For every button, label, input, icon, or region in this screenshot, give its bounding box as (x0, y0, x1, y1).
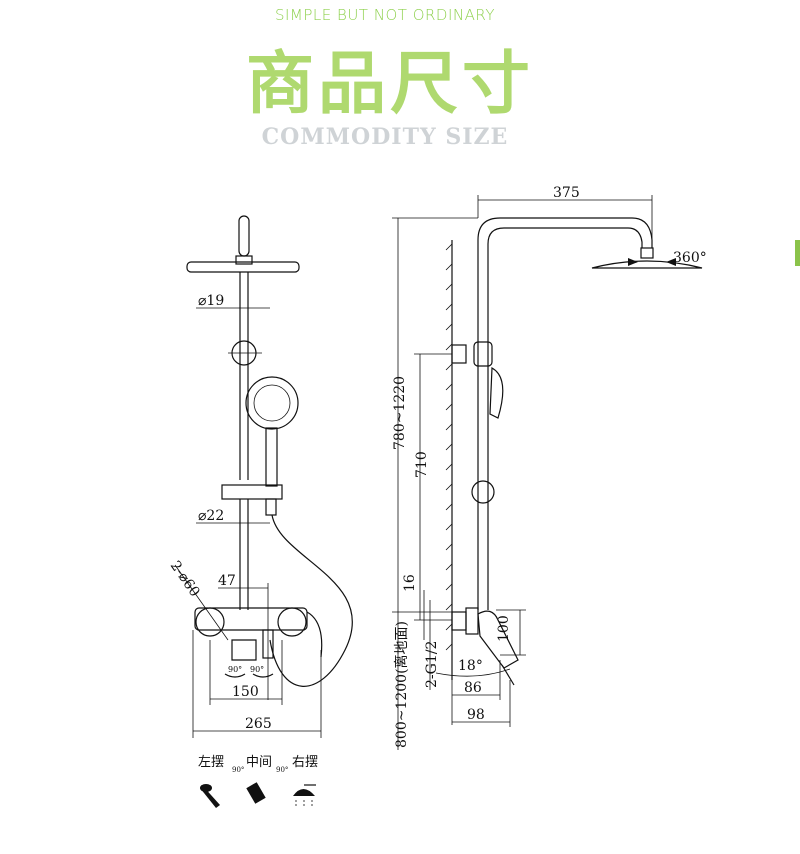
head-rotation-label: 360° (673, 250, 707, 266)
mode-rotation-1: 90° (232, 766, 244, 774)
rotation-right-label: 90° (250, 665, 264, 674)
mode-legend: 左摆 90° 中间 90° 右摆 (198, 755, 318, 808)
center-distance-label: 150 (232, 684, 259, 700)
spacing-label: 16 (402, 574, 418, 592)
depth-1-label: 86 (464, 680, 482, 696)
rotation-left-label: 90° (228, 665, 242, 674)
mode-label-middle: 中间 (246, 755, 272, 770)
hand-shower-icon (200, 784, 220, 808)
depth-2-label: 98 (467, 707, 485, 723)
bar-length-label: 710 (414, 451, 430, 478)
total-width-label: 265 (245, 716, 272, 732)
pipe-diameter-bottom-label: ⌀22 (198, 508, 224, 524)
side-view: 360° 375 780~1220 710 16 2-G1/2 800~1200… (392, 185, 707, 750)
front-view: ⌀19 ⌀22 2-⌀60 47 90° 90° (167, 215, 353, 738)
escutcheon-label: 2-⌀60 (167, 558, 203, 600)
mode-rotation-2: 90° (276, 766, 288, 774)
connector-label: 2-G1/2 (424, 641, 440, 688)
valve-height-label: 100 (496, 615, 512, 642)
mode-label-right: 右摆 (292, 755, 318, 770)
page-title: 商品尺寸 (245, 45, 534, 124)
angle-label: 18° (458, 658, 483, 674)
spout-icon (246, 782, 266, 804)
offset-label: 47 (218, 573, 236, 589)
mode-label-left: 左摆 (198, 755, 224, 770)
edge-accent-bar (795, 240, 800, 266)
tagline: SIMPLE BUT NOT ORDINARY (274, 6, 496, 24)
pipe-diameter-top-label: ⌀19 (198, 293, 224, 309)
arm-length-label: 375 (553, 185, 580, 201)
install-height-label: 800~1200(离地面) (393, 621, 410, 748)
rain-shower-icon (293, 784, 316, 808)
height-range-label: 780~1220 (392, 376, 408, 450)
page-subtitle: COMMODITY SIZE (261, 124, 509, 150)
